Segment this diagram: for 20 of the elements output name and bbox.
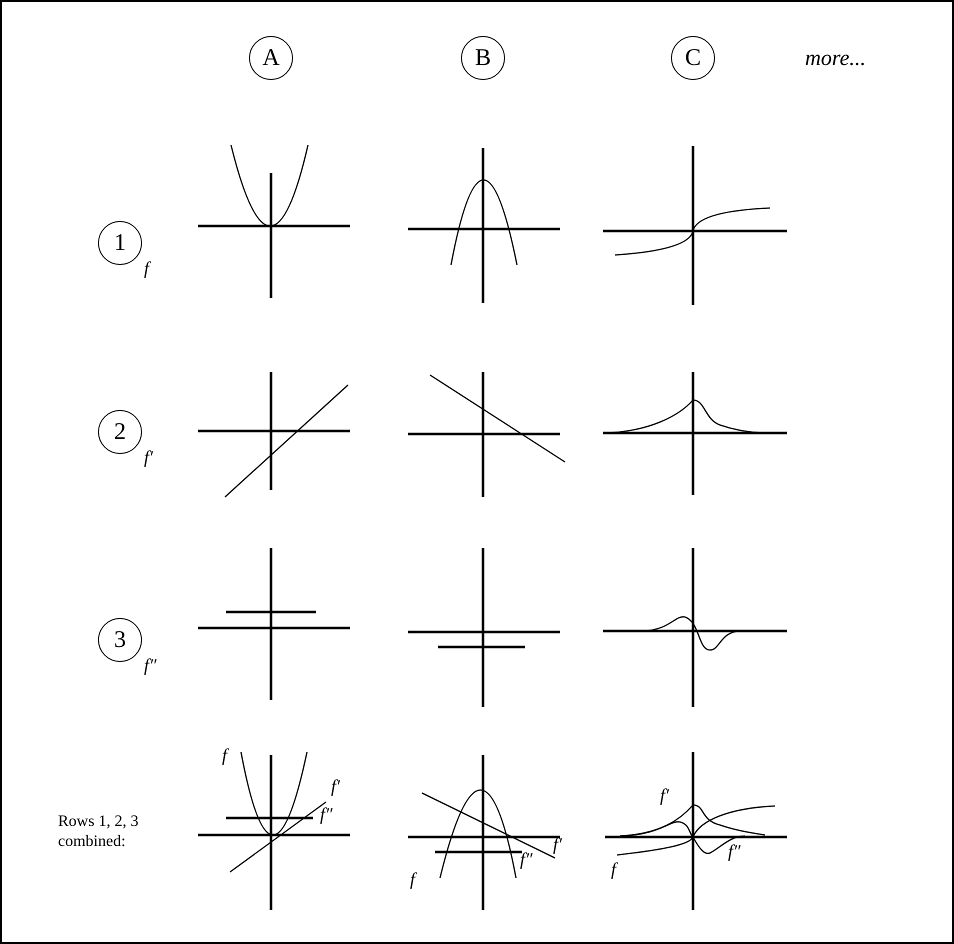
circled-label: 3 bbox=[98, 618, 142, 662]
more-label: more... bbox=[805, 44, 866, 72]
curve-label: f″ bbox=[320, 803, 332, 825]
function-label: f′ bbox=[144, 446, 153, 468]
circled-label: A bbox=[249, 36, 293, 80]
circled-label: 2 bbox=[98, 410, 142, 454]
circled-label: C bbox=[671, 36, 715, 80]
function-label: f bbox=[144, 257, 150, 279]
curve-label: f″ bbox=[728, 840, 740, 862]
curve-label: f″ bbox=[520, 848, 532, 870]
curve-label: f′ bbox=[553, 833, 562, 855]
function-label: f″ bbox=[144, 654, 156, 676]
circled-label: B bbox=[461, 36, 505, 80]
curve-label: f′ bbox=[660, 784, 669, 806]
curve-label: f′ bbox=[331, 775, 340, 797]
curve-label: f bbox=[410, 868, 416, 890]
row-caption: Rows 1, 2, 3 combined: bbox=[58, 812, 140, 852]
curve-label: f bbox=[611, 858, 616, 880]
circled-label: 1 bbox=[98, 221, 142, 265]
curve-label: f bbox=[222, 744, 228, 766]
